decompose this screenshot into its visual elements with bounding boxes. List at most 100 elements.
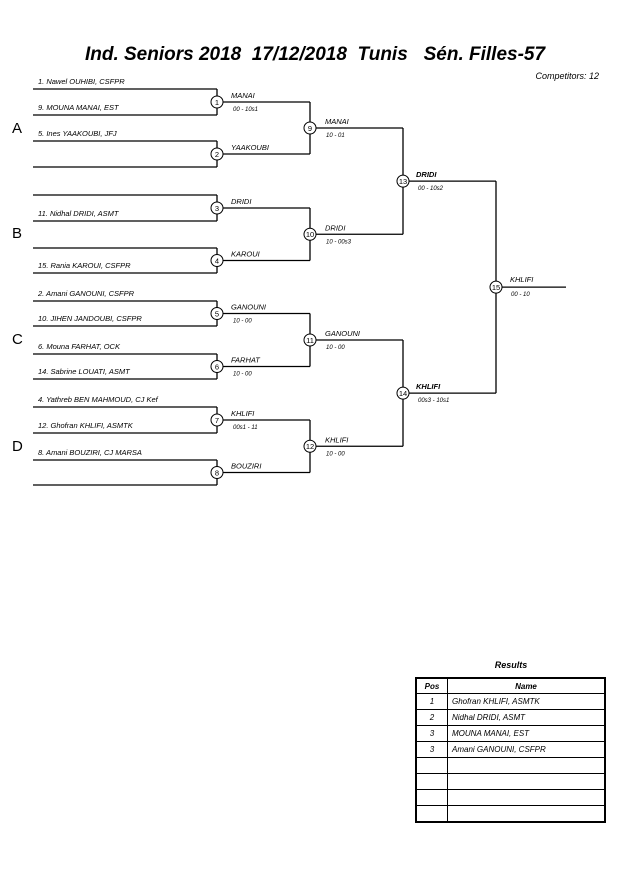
result-name (447, 773, 606, 790)
name-header: Name (447, 677, 606, 694)
results-row (415, 773, 606, 790)
match-score: 00 - 10 (511, 292, 530, 298)
competitor-name: 10. JIHEN JANDOUBI, CSFPR (38, 314, 142, 323)
match-score: 00s3 - 10s1 (418, 398, 449, 404)
match-score: 00s1 - 11 (233, 425, 258, 431)
match-winner: DRIDI (325, 223, 345, 232)
match-winner: MANAI (325, 117, 349, 126)
match-number: 11 (306, 336, 314, 345)
match-number-circle (210, 95, 224, 109)
tournament-bracket: A B C D 1. Nawel OUHIBI, CSFPR 9. MOUNA MANAI… (12, 77, 566, 486)
results-header-row: Pos Name (415, 677, 606, 694)
result-pos (415, 805, 448, 823)
competitor-name: 9. MOUNA MANAI, EST (38, 103, 120, 112)
result-name: MOUNA MANAI, EST (447, 725, 606, 742)
pos-header: Pos (415, 677, 448, 694)
match-score: 00 - 10s2 (418, 186, 444, 192)
match-number: 6 (215, 362, 219, 371)
competitor-name: 14. Sabrine LOUATI, ASMT (38, 367, 131, 376)
match-score: 00 - 10s1 (233, 107, 258, 113)
competitor-name: 8. Amani BOUZIRI, CJ MARSA (38, 448, 142, 457)
result-name: Ghofran KHLIFI, ASMTK (447, 693, 606, 710)
competitor-name: 4. Yathreb BEN MAHMOUD, CJ Kef (38, 395, 159, 404)
results-row (415, 805, 606, 823)
match-score: 10 - 00 (326, 451, 345, 457)
match-winner: GANOUNI (231, 303, 266, 312)
match-number-circle (303, 439, 317, 453)
match-winner: KAROUI (231, 250, 260, 259)
result-pos (415, 789, 448, 806)
match-number: 7 (215, 416, 219, 425)
pool-label-d: D (12, 438, 23, 455)
match-number: 5 (215, 309, 219, 318)
results-title: Results (494, 660, 528, 670)
match-number: 12 (306, 442, 314, 451)
competitor-name: 2. Amani GANOUNI, CSFPR (37, 289, 135, 298)
page-title: Ind. Seniors 2018 17/12/2018 Tunis Sén. … (84, 44, 546, 65)
match-number: 1 (215, 98, 219, 107)
match-number: 13 (399, 177, 407, 186)
match-number: 9 (308, 124, 312, 133)
match-winner: MANAI (231, 91, 255, 100)
match-winner: DRIDI (416, 170, 437, 179)
match-number: 3 (215, 204, 219, 213)
match-winner: KHLIFI (231, 409, 254, 418)
result-name (447, 805, 606, 823)
competitor-name: 11. Nidhal DRIDI, ASMT (38, 209, 120, 218)
result-pos (415, 757, 448, 774)
match-number-circle (303, 121, 317, 135)
results-row (415, 789, 606, 806)
competitors-count: Competitors: 12 (535, 71, 599, 81)
competitor-name: 12. Ghofran KHLIFI, ASMTK (38, 421, 134, 430)
match-number-circle (489, 280, 503, 294)
match-number: 4 (215, 256, 219, 265)
match-winner: YAAKOUBI (231, 143, 269, 152)
result-name: Amani GANOUNI, CSFPR (447, 741, 606, 758)
competitor-name: 15. Rania KAROUI, CSFPR (38, 261, 131, 270)
match-number-circle (396, 386, 410, 400)
match-number-circle (396, 174, 410, 188)
competitor-name: 6. Mouna FARHAT, OCK (38, 342, 121, 351)
match-number-circle (210, 466, 224, 479)
result-pos: 3 (415, 725, 448, 742)
match-winner: BOUZIRI (231, 462, 261, 471)
match-score: 10 - 01 (326, 133, 345, 139)
match-score: 10 - 00 (326, 345, 345, 351)
result-pos: 1 (415, 693, 448, 710)
result-name (447, 789, 606, 806)
result-name: Nidhal DRIDI, ASMT (447, 709, 606, 726)
competitor-name: 5. Ines YAAKOUBI, JFJ (38, 129, 117, 138)
match-winner: FARHAT (231, 356, 261, 365)
result-pos (415, 773, 448, 790)
match-number: 8 (215, 468, 219, 477)
match-number: 2 (215, 150, 219, 159)
match-score: 10 - 00s3 (326, 239, 352, 245)
match-winner: KHLIFI (325, 435, 348, 444)
match-number-circle (210, 413, 224, 427)
pool-label-b: B (12, 225, 22, 242)
results-row (415, 757, 606, 774)
match-number: 15 (492, 283, 500, 292)
match-number-circle (210, 147, 224, 161)
match-winner: KHLIFI (510, 275, 533, 284)
pool-label-a: A (12, 120, 22, 137)
match-number: 10 (306, 230, 314, 239)
result-name (447, 757, 606, 774)
match-number-circle (210, 307, 224, 320)
result-pos: 3 (415, 741, 448, 758)
pool-label-c: C (12, 331, 23, 348)
match-number-circle (210, 254, 224, 267)
match-number-circle (210, 201, 224, 215)
match-number-circle (303, 227, 317, 241)
match-score: 10 - 00 (233, 372, 252, 378)
match-winner: KHLIFI (416, 382, 441, 391)
result-pos: 2 (415, 709, 448, 726)
match-score: 10 - 00 (233, 319, 252, 325)
competitor-name: 1. Nawel OUHIBI, CSFPR (38, 77, 125, 86)
match-number: 14 (399, 389, 407, 398)
